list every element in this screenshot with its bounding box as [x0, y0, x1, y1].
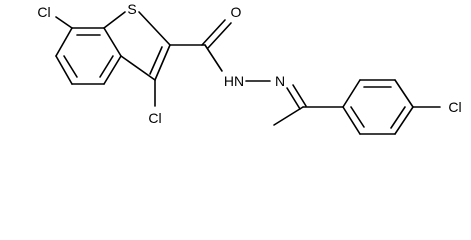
bond — [342, 79, 361, 108]
double-bond-inner — [350, 106, 365, 128]
imine-n-label: N — [275, 73, 285, 89]
double-bond-inner — [149, 46, 163, 75]
bond — [394, 106, 414, 135]
bond — [154, 44, 171, 81]
amide-nh-label: HN — [224, 73, 244, 89]
bond — [394, 79, 414, 108]
bond — [103, 11, 126, 29]
bond — [273, 106, 304, 126]
bond — [103, 27, 122, 57]
oxygen-atom: O — [231, 4, 242, 20]
bond — [138, 11, 171, 46]
benzo-ring — [55, 27, 122, 85]
bond — [55, 27, 73, 57]
sulfur-atom: S — [127, 1, 136, 17]
bond — [55, 55, 73, 85]
double-bond — [207, 22, 232, 49]
double-bond — [286, 87, 301, 110]
bond — [204, 44, 223, 72]
bond — [103, 55, 122, 85]
chlorine-atom-right: Cl — [448, 99, 461, 115]
double-bond-inner — [99, 55, 114, 78]
double-bond-inner — [390, 106, 406, 129]
chlorine-atom-bottom: Cl — [148, 110, 161, 126]
molecule-structure: Cl S Cl O HN N Cl — [37, 1, 462, 135]
double-bond — [201, 19, 226, 46]
double-bond-inner — [63, 55, 78, 78]
thiophene-ring — [103, 11, 171, 81]
chlorine-atom-left: Cl — [37, 4, 50, 20]
bond — [120, 55, 156, 81]
double-bond — [292, 84, 307, 107]
chlorophenyl-ring — [342, 79, 414, 135]
bond — [55, 16, 73, 29]
bond — [342, 106, 361, 135]
